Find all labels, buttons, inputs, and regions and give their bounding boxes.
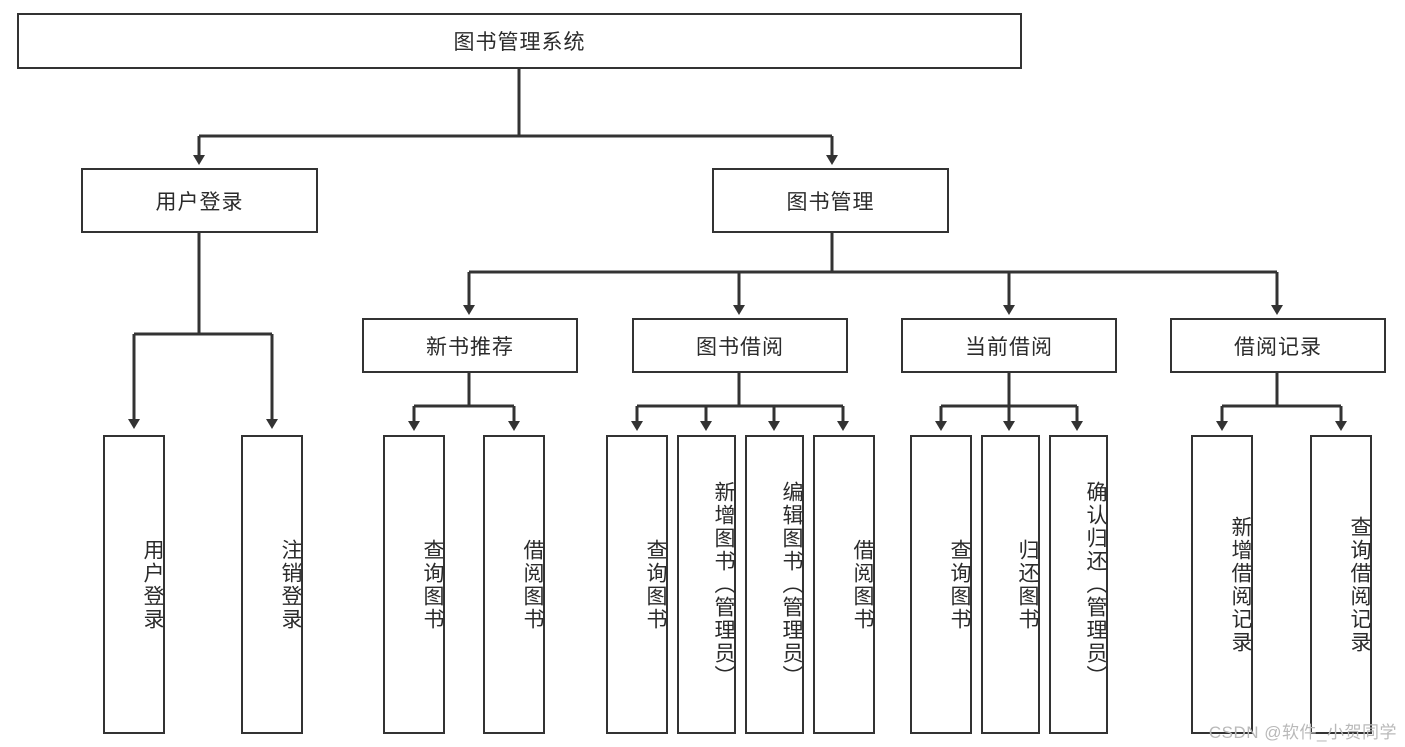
node-root[interactable]: 图书管理系统 xyxy=(17,13,1022,69)
node-book-borrow-label: 图书借阅 xyxy=(696,335,784,359)
node-leaf-query-book-2-label: 查询图书 xyxy=(644,538,667,631)
node-leaf-logout[interactable]: 注销登录 xyxy=(241,435,303,734)
node-leaf-confirm-return-label: 确认归还（管理员） xyxy=(1084,481,1107,688)
node-new-book-rec-label: 新书推荐 xyxy=(426,335,514,359)
node-leaf-borrow-book-2[interactable]: 借阅图书 xyxy=(813,435,875,734)
node-new-book-rec[interactable]: 新书推荐 xyxy=(362,318,578,373)
node-book-manage[interactable]: 图书管理 xyxy=(712,168,949,233)
node-root-label: 图书管理系统 xyxy=(453,31,586,54)
node-borrow-record-label: 借阅记录 xyxy=(1234,335,1322,359)
node-leaf-confirm-return[interactable]: 确认归还（管理员） xyxy=(1049,435,1108,734)
node-leaf-query-book-1-label: 查询图书 xyxy=(421,538,444,631)
node-leaf-add-book[interactable]: 新增图书（管理员） xyxy=(677,435,736,734)
watermark: CSDN @软件_小贺同学 xyxy=(1208,723,1397,742)
node-book-manage-label: 图书管理 xyxy=(786,190,875,214)
node-user-login-label: 用户登录 xyxy=(155,190,244,214)
node-user-login[interactable]: 用户登录 xyxy=(81,168,318,233)
node-leaf-return-book[interactable]: 归还图书 xyxy=(981,435,1040,734)
node-leaf-borrow-book-2-label: 借阅图书 xyxy=(851,538,874,631)
node-leaf-query-book-2[interactable]: 查询图书 xyxy=(606,435,668,734)
node-leaf-edit-book-label: 编辑图书（管理员） xyxy=(780,481,803,688)
node-leaf-query-book-3-label: 查询图书 xyxy=(948,538,971,631)
node-leaf-logout-label: 注销登录 xyxy=(279,538,302,631)
node-leaf-borrow-book-1[interactable]: 借阅图书 xyxy=(483,435,545,734)
node-leaf-query-book-3[interactable]: 查询图书 xyxy=(910,435,972,734)
node-leaf-query-record-label: 查询借阅记录 xyxy=(1348,515,1371,654)
node-leaf-user-login-label: 用户登录 xyxy=(141,538,164,631)
node-book-borrow[interactable]: 图书借阅 xyxy=(632,318,848,373)
node-leaf-user-login[interactable]: 用户登录 xyxy=(103,435,165,734)
node-leaf-edit-book[interactable]: 编辑图书（管理员） xyxy=(745,435,804,734)
node-leaf-add-record-label: 新增借阅记录 xyxy=(1229,515,1252,654)
node-leaf-query-book-1[interactable]: 查询图书 xyxy=(383,435,445,734)
node-leaf-add-book-label: 新增图书（管理员） xyxy=(712,481,735,688)
node-leaf-borrow-book-1-label: 借阅图书 xyxy=(521,538,544,631)
node-leaf-add-record[interactable]: 新增借阅记录 xyxy=(1191,435,1253,734)
node-borrow-record[interactable]: 借阅记录 xyxy=(1170,318,1386,373)
node-leaf-query-record[interactable]: 查询借阅记录 xyxy=(1310,435,1372,734)
node-current-borrow-label: 当前借阅 xyxy=(965,335,1053,359)
node-current-borrow[interactable]: 当前借阅 xyxy=(901,318,1117,373)
node-leaf-return-book-label: 归还图书 xyxy=(1016,538,1039,631)
